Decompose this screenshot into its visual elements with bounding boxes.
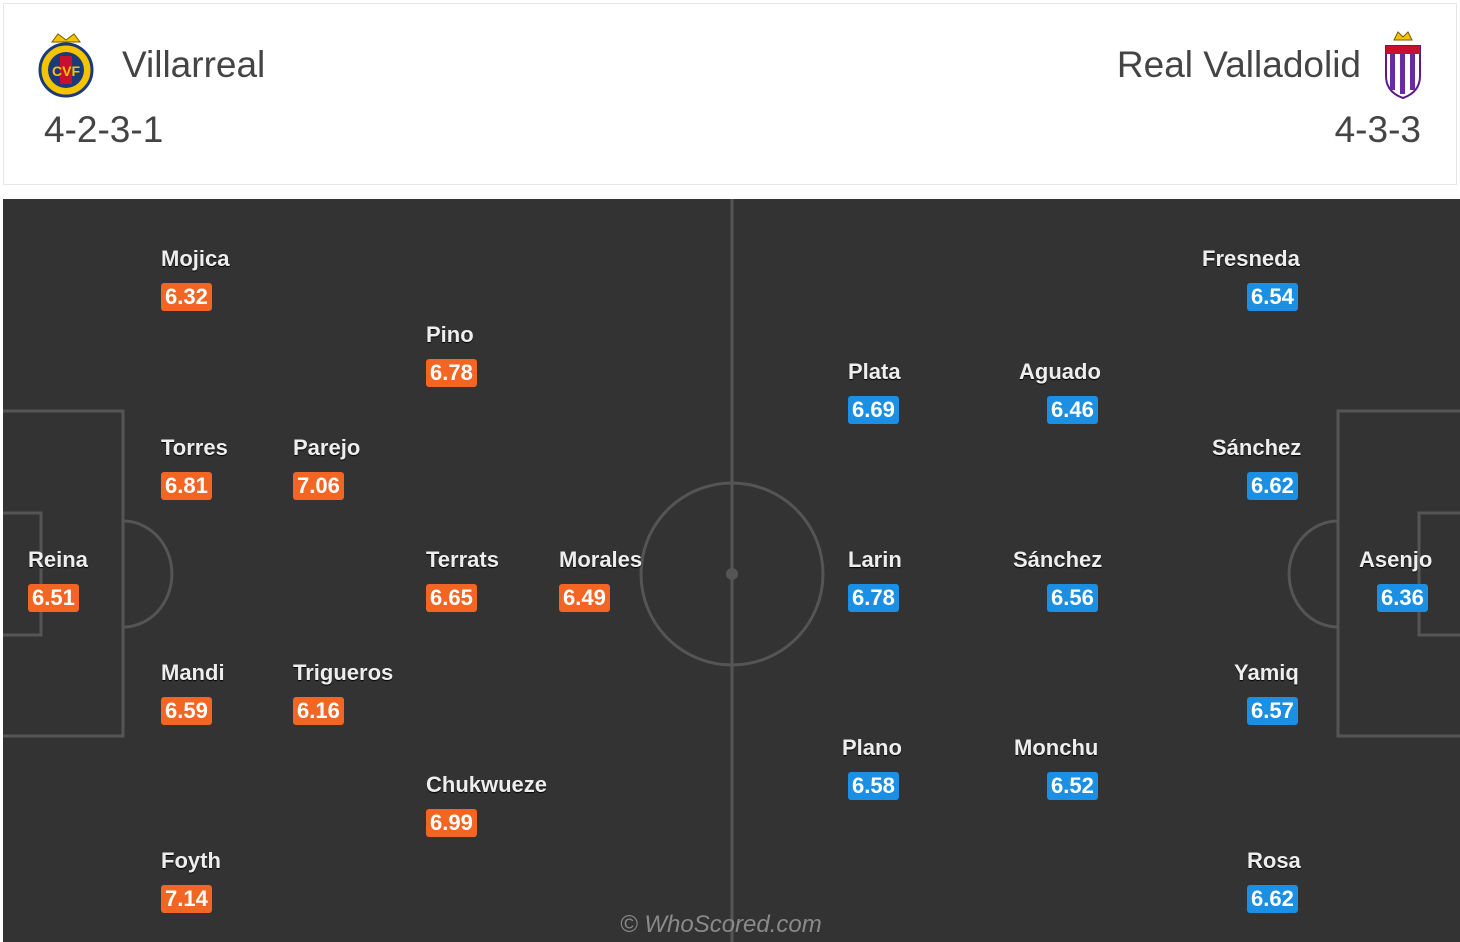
home-player[interactable]: Parejo 7.06 xyxy=(293,436,453,500)
player-name: Rosa xyxy=(1247,848,1301,873)
pitch: Mojica 6.32 Pino 6.78 Torres 6.81 Parejo… xyxy=(3,199,1460,942)
player-rating: 6.54 xyxy=(1247,283,1298,311)
player-name: Sánchez xyxy=(1013,547,1103,572)
home-player[interactable]: Pino 6.78 xyxy=(426,323,586,387)
player-rating: 7.06 xyxy=(293,472,344,500)
home-player[interactable]: Reina 6.51 xyxy=(28,548,188,612)
match-header: CVF Villarreal 4-2-3-1 Real Valladolid 4… xyxy=(3,3,1457,185)
player-name: Mojica xyxy=(161,246,230,271)
player-name: Terrats xyxy=(426,547,499,572)
player-name: Mandi xyxy=(161,660,225,685)
player-name: Monchu xyxy=(1014,735,1099,760)
player-rating: 6.51 xyxy=(28,584,79,612)
player-rating: 6.56 xyxy=(1047,584,1098,612)
away-player[interactable]: Plano 6.58 xyxy=(842,736,1002,800)
player-rating: 6.65 xyxy=(426,584,477,612)
player-rating: 6.58 xyxy=(848,772,899,800)
player-name: Pino xyxy=(426,322,474,347)
player-rating: 6.16 xyxy=(293,697,344,725)
player-name: Trigueros xyxy=(293,660,394,685)
away-player[interactable]: Rosa 6.62 xyxy=(1247,849,1407,913)
home-player[interactable]: Morales 6.49 xyxy=(559,548,719,612)
home-formation: 4-2-3-1 xyxy=(44,109,164,150)
pitch-markings xyxy=(3,199,1460,942)
whoscored-watermark: © WhoScored.com xyxy=(620,911,822,938)
valladolid-crest-icon xyxy=(1385,31,1421,100)
home-player[interactable]: Terrats 6.65 xyxy=(426,548,586,612)
away-formation: 4-3-3 xyxy=(1334,109,1421,150)
svg-text:CVF: CVF xyxy=(52,63,80,79)
player-rating: 6.52 xyxy=(1047,772,1098,800)
player-rating: 6.62 xyxy=(1247,885,1298,913)
away-player[interactable]: Plata 6.69 xyxy=(848,360,1008,424)
away-player[interactable]: Aguado 6.46 xyxy=(1019,360,1179,424)
villarreal-crest-icon: CVF xyxy=(38,33,94,98)
player-name: Morales xyxy=(559,547,643,572)
player-rating: 7.14 xyxy=(161,885,212,913)
player-rating: 6.49 xyxy=(559,584,610,612)
home-player[interactable]: Mandi 6.59 xyxy=(161,661,321,725)
player-name: Foyth xyxy=(161,848,221,873)
away-player[interactable]: Fresneda 6.54 xyxy=(1202,247,1362,311)
player-name: Parejo xyxy=(293,435,361,460)
player-rating: 6.78 xyxy=(426,359,477,387)
away-player[interactable]: Monchu 6.52 xyxy=(1014,736,1174,800)
player-name: Reina xyxy=(28,547,88,572)
home-player[interactable]: Torres 6.81 xyxy=(161,436,321,500)
player-rating: 6.32 xyxy=(161,283,212,311)
player-rating: 6.69 xyxy=(848,396,899,424)
player-name: Asenjo xyxy=(1359,547,1433,572)
player-name: Aguado xyxy=(1019,359,1101,384)
home-team-name[interactable]: Villarreal xyxy=(122,44,266,85)
away-player[interactable]: Yamiq 6.57 xyxy=(1234,661,1394,725)
player-rating: 6.59 xyxy=(161,697,212,725)
player-name: Yamiq xyxy=(1234,660,1299,685)
player-name: Chukwueze xyxy=(426,772,548,797)
away-player[interactable]: Sánchez 6.56 xyxy=(1013,548,1173,612)
player-rating: 6.36 xyxy=(1377,584,1428,612)
player-rating: 6.57 xyxy=(1247,697,1298,725)
player-name: Plata xyxy=(848,359,901,384)
home-player[interactable]: Foyth 7.14 xyxy=(161,849,321,913)
home-player[interactable]: Mojica 6.32 xyxy=(161,247,321,311)
player-name: Larin xyxy=(848,547,902,572)
home-player[interactable]: Chukwueze 6.99 xyxy=(426,773,586,837)
away-team-name[interactable]: Real Valladolid xyxy=(1116,44,1361,85)
player-name: Plano xyxy=(842,735,902,760)
player-rating: 6.99 xyxy=(426,809,477,837)
player-rating: 6.62 xyxy=(1247,472,1298,500)
player-rating: 6.46 xyxy=(1047,396,1098,424)
player-rating: 6.81 xyxy=(161,472,212,500)
away-player[interactable]: Larin 6.78 xyxy=(848,548,1008,612)
player-name: Fresneda xyxy=(1202,246,1300,271)
player-rating: 6.78 xyxy=(848,584,899,612)
away-player[interactable]: Asenjo 6.36 xyxy=(1359,548,1460,612)
player-name: Torres xyxy=(161,435,228,460)
home-player[interactable]: Trigueros 6.16 xyxy=(293,661,453,725)
away-player[interactable]: Sánchez 6.62 xyxy=(1212,436,1372,500)
player-name: Sánchez xyxy=(1212,435,1302,460)
